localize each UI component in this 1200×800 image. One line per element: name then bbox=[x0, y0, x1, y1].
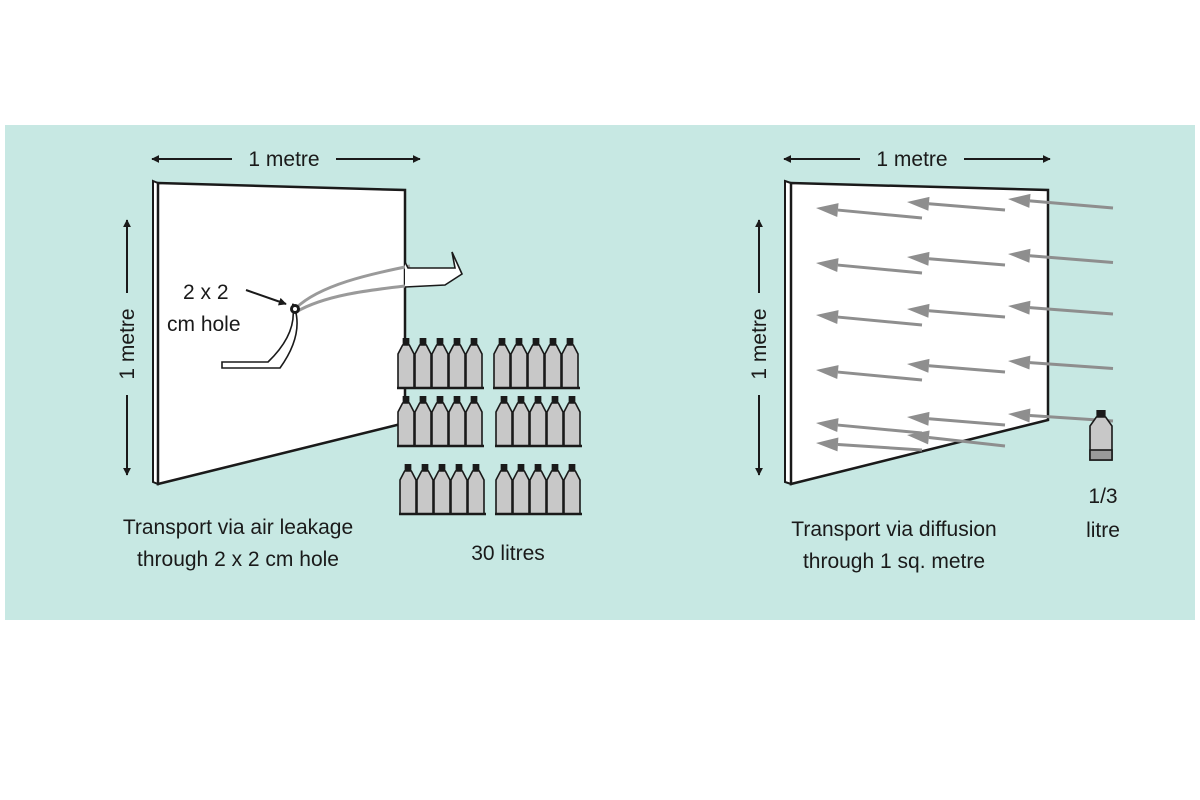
diffusion-arrow bbox=[907, 303, 1006, 319]
bottle-crate bbox=[495, 464, 582, 516]
diffusion-arrow bbox=[1008, 355, 1114, 370]
diffusion-arrow bbox=[907, 251, 1006, 267]
bottle-crate bbox=[397, 338, 484, 390]
hole-label-line1: 2 x 2 bbox=[183, 281, 229, 304]
bottle-crate bbox=[493, 338, 580, 390]
diffusion-arrow bbox=[816, 258, 923, 275]
right-wall bbox=[784, 179, 1050, 486]
left-wall bbox=[152, 179, 407, 486]
diffusion-arrows-group bbox=[816, 193, 1114, 452]
diffusion-arrow bbox=[1008, 248, 1114, 264]
right-caption-line1: Transport via diffusion bbox=[791, 518, 996, 541]
right-height-dimension: 1 metre bbox=[748, 219, 771, 476]
hole-pointer-arrow bbox=[245, 289, 287, 306]
right-caption-line2: through 1 sq. metre bbox=[803, 550, 985, 573]
diffusion-arrow bbox=[907, 411, 1006, 427]
left-caption-line2: through 2 x 2 cm hole bbox=[137, 548, 339, 571]
diffusion-arrow bbox=[907, 196, 1006, 212]
left-width-dimension: 1 metre bbox=[151, 148, 421, 171]
right-volume-label-line1: 1/3 bbox=[1088, 485, 1117, 508]
diffusion-arrow bbox=[816, 310, 923, 327]
right-volume-label-line2: litre bbox=[1086, 519, 1120, 542]
left-volume-label: 30 litres bbox=[471, 542, 545, 565]
left-width-label: 1 metre bbox=[248, 148, 319, 171]
diffusion-arrow bbox=[1008, 300, 1114, 316]
bottle-crate bbox=[399, 464, 486, 516]
bottle-crate bbox=[495, 396, 582, 448]
left-bottles-group bbox=[397, 338, 582, 516]
diffusion-arrow bbox=[1008, 193, 1114, 210]
bottle-crate bbox=[397, 396, 484, 448]
air-flow-outside bbox=[404, 251, 464, 288]
hole-callout: 2 x 2 cm hole bbox=[167, 281, 287, 336]
left-height-dimension: 1 metre bbox=[116, 219, 139, 476]
hole-label-line2: cm hole bbox=[167, 313, 241, 336]
diffusion-arrow bbox=[816, 418, 923, 435]
right-width-label: 1 metre bbox=[876, 148, 947, 171]
left-caption-line1: Transport via air leakage bbox=[123, 516, 353, 539]
left-diagram: 1 metre 1 metre 2 x 2 cm hole bbox=[116, 148, 582, 571]
right-diagram: 1 metre 1 metre 1/3 litre Transport via … bbox=[748, 148, 1120, 573]
air-leak-flow bbox=[221, 251, 464, 369]
left-height-label: 1 metre bbox=[116, 308, 139, 379]
diffusion-arrow bbox=[816, 437, 923, 452]
right-bottle-group bbox=[1089, 410, 1113, 461]
air-flow-stream-lower bbox=[295, 284, 406, 314]
air-flow-stream-upper bbox=[294, 264, 411, 310]
right-width-dimension: 1 metre bbox=[783, 148, 1051, 171]
diffusion-arrow bbox=[907, 430, 1006, 448]
diffusion-arrow bbox=[816, 365, 923, 382]
diffusion-arrow bbox=[907, 358, 1006, 374]
diffusion-arrow bbox=[816, 203, 923, 220]
right-height-label: 1 metre bbox=[748, 308, 771, 379]
